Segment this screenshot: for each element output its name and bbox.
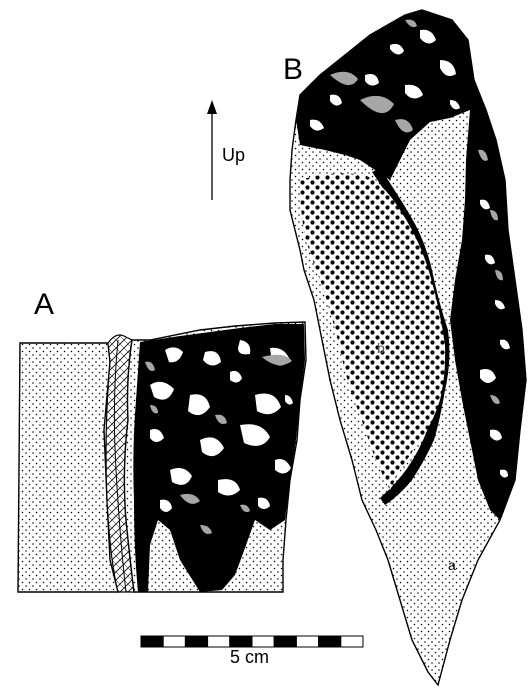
up-arrow	[207, 100, 217, 200]
scale-bar-segment	[319, 636, 341, 647]
panel-a-label: A	[34, 288, 54, 321]
scale-bar-segment	[341, 636, 363, 647]
unit-b-label: b	[377, 340, 385, 356]
scale-bar-label: 5 cm	[230, 647, 269, 667]
scale-bar-segment	[296, 636, 318, 647]
scale-bar-segment	[208, 636, 230, 647]
panel-a-dotted-zone	[18, 343, 118, 592]
panel-b-specimen	[290, 10, 526, 685]
orientation-label: Up	[222, 145, 245, 165]
panel-a-specimen	[18, 322, 306, 592]
scale-bar-segment	[141, 636, 163, 647]
unit-a-label: a	[448, 557, 456, 573]
scale-bar-segment	[185, 636, 207, 647]
scale-bar-segment	[230, 636, 252, 647]
scale-bar-segment	[163, 636, 185, 647]
scale-bar	[141, 636, 363, 647]
panel-b-label: B	[283, 53, 303, 86]
scale-bar-segment	[274, 636, 296, 647]
scale-bar-segment	[252, 636, 274, 647]
